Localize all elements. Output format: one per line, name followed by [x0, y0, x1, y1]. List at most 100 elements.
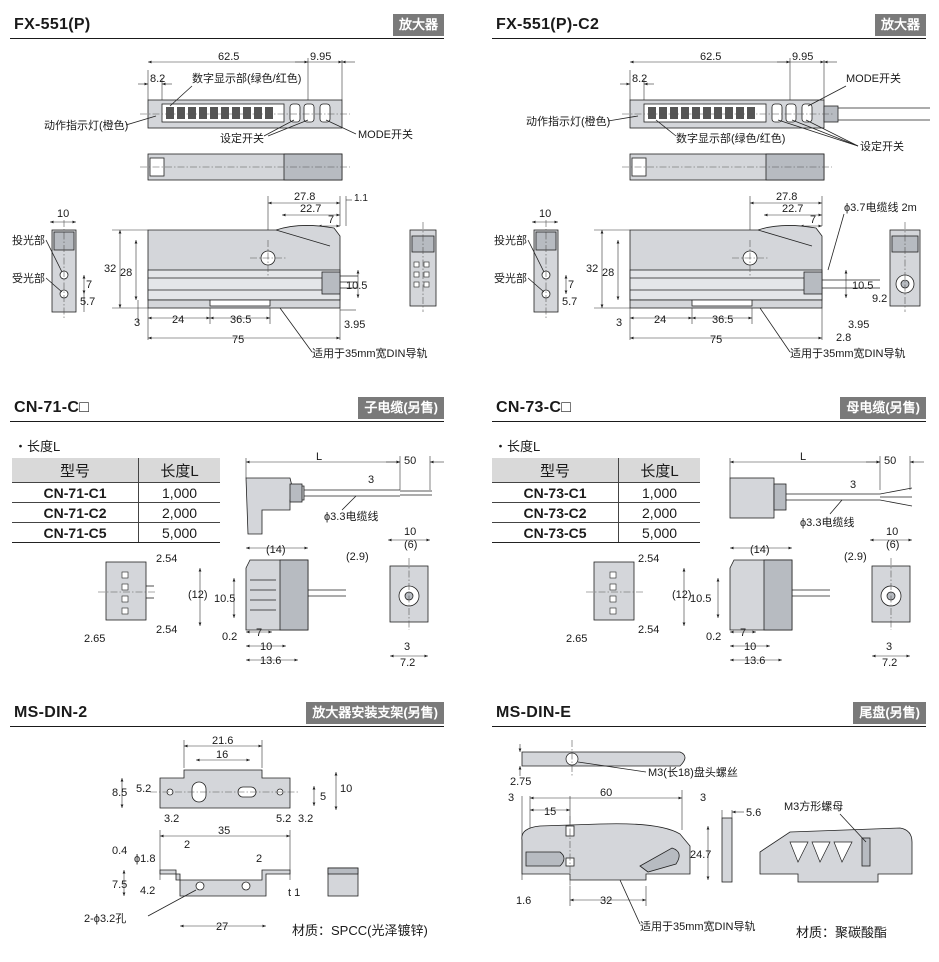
- label-cable: ϕ3.7电缆线 2m: [844, 200, 917, 214]
- dim-7: 7: [568, 279, 574, 291]
- length-note: ・长度L: [14, 439, 61, 454]
- cn71-end-view: 10 (6) (2.9) 3 7.2: [346, 526, 430, 669]
- section-badge: 放大器: [874, 14, 926, 36]
- bracket-top-plate: [159, 769, 291, 809]
- section-badge: 尾盘(另售): [853, 702, 926, 724]
- set-switch-button: [771, 103, 783, 123]
- label-emit: 投光部: [12, 233, 45, 247]
- fx551pc2-top-view: 62.5 9.95 8.2 MODE开关 动作指示灯(橙色) 数字显示部(绿色/…: [526, 51, 930, 153]
- dim-L: L: [316, 451, 322, 463]
- table-header-row: 型号 长度L: [12, 458, 220, 483]
- length-cell: 1,000: [138, 482, 220, 503]
- dim-12: (12): [188, 589, 208, 601]
- section-header-cn73: CN-73-C□ 母电缆(另售): [492, 397, 926, 422]
- dim-2-75: 2.75: [510, 776, 531, 788]
- end-plate-iso: [759, 827, 913, 883]
- mode-switch-button: [801, 103, 813, 123]
- dim-3b: 3: [700, 792, 706, 804]
- dim-2-65: 2.65: [84, 633, 105, 645]
- dim-60: 60: [600, 787, 612, 799]
- length-cell: 5,000: [618, 522, 700, 543]
- dim-22-7: 22.7: [300, 203, 321, 215]
- dim-32: 32: [104, 263, 116, 275]
- dim-10-5: 10.5: [214, 593, 235, 605]
- end-plate-top: [521, 751, 686, 767]
- table-row: CN-73-C5 5,000: [492, 522, 700, 543]
- table-row: CN-71-C2 2,000: [12, 502, 220, 523]
- msdine-material: 材质：聚碳酸酯: [796, 925, 888, 940]
- label-holes: 2-ϕ3.2孔: [84, 912, 126, 925]
- dim-28: 28: [602, 267, 614, 279]
- dim-5-2b: 5.2: [276, 813, 291, 825]
- dim-2-65: 2.65: [566, 633, 587, 645]
- dim-9-2: 9.2: [872, 293, 887, 305]
- dim-75: 75: [710, 334, 722, 346]
- label-screw: M3(长18)盘头螺丝: [648, 765, 738, 779]
- label-set-switch: 设定开关: [860, 139, 904, 153]
- dim-7: 7: [740, 627, 746, 639]
- dim-24: 24: [654, 314, 666, 326]
- dim-10-5: 10.5: [690, 593, 711, 605]
- msdin2-top-view: 21.6 16 8.5 5.2 5 10 3.2 5.2 3.2: [112, 735, 352, 825]
- dim-22-7: 22.7: [782, 203, 803, 215]
- cn73-cable-view: L 50 ϕ3.3电缆线 3: [729, 451, 924, 529]
- model-cell: CN-71-C1: [12, 482, 140, 503]
- dim-7b: 7: [328, 214, 334, 226]
- dim-3-95: 3.95: [344, 319, 365, 331]
- model-cell: CN-73-C2: [492, 502, 620, 523]
- section-badge: 母电缆(另售): [840, 397, 926, 419]
- model-cell: CN-73-C1: [492, 482, 620, 503]
- dim-phi1-8: ϕ1.8: [134, 853, 155, 865]
- dim-5-7: 5.7: [562, 296, 577, 308]
- dim-13-6: 13.6: [744, 655, 765, 667]
- label-mode-switch: MODE开关: [358, 127, 413, 141]
- dim-2-8: 2.8: [836, 332, 851, 344]
- dim-6: (6): [886, 539, 899, 551]
- dim-27: 27: [216, 921, 228, 933]
- cn73-length-table: 型号 长度L CN-73-C1 1,000 CN-73-C2 2,000 CN-…: [492, 458, 700, 543]
- cn73-pin-view: 2.54 2.54 2.65: [566, 553, 659, 645]
- dim-1-1: 1.1: [354, 193, 368, 204]
- dim-27-8: 27.8: [294, 191, 315, 203]
- dim-0-2: 0.2: [222, 631, 237, 643]
- dim-32: 32: [600, 895, 612, 907]
- col-length: 长度L: [138, 458, 220, 483]
- dim-32: 32: [586, 263, 598, 275]
- dim-3: 3: [368, 474, 374, 486]
- dim-10: 10: [260, 641, 272, 653]
- section-title: CN-73-C□: [496, 399, 572, 416]
- dim-t1: t 1: [288, 887, 300, 899]
- label-display: 数字显示部(绿色/红色): [192, 71, 301, 85]
- dim-9-95: 9.95: [310, 51, 331, 63]
- dim-50: 50: [884, 455, 896, 467]
- dim-5: 5: [320, 791, 326, 803]
- dim-7b: 7: [810, 214, 816, 226]
- model-cell: CN-71-C5: [12, 522, 140, 543]
- bracket-side-profile: [159, 869, 291, 897]
- dim-36-5: 36.5: [712, 314, 733, 326]
- dim-15: 15: [544, 806, 556, 818]
- dim-2-54: 2.54: [156, 553, 177, 565]
- cn71-pin-view: 2.54 2.54 2.65: [84, 553, 177, 645]
- label-recv: 受光部: [494, 271, 527, 285]
- section-header-fx551p: FX-551(P) 放大器: [10, 14, 444, 39]
- section-header-cn71: CN-71-C□ 子电缆(另售): [10, 397, 444, 422]
- dim-62-5: 62.5: [700, 51, 721, 63]
- label-set-switch: 设定开关: [220, 131, 264, 145]
- set-switch-button: [289, 103, 301, 123]
- dim-3: 3: [850, 479, 856, 491]
- dim-28: 28: [120, 267, 132, 279]
- dim-7-5: 7.5: [112, 879, 127, 891]
- dim-3-end: 3: [886, 641, 892, 653]
- dim-0-4: 0.4: [112, 845, 127, 857]
- set-switch-button: [785, 103, 797, 123]
- model-cell: CN-73-C5: [492, 522, 620, 543]
- dim-10-end: 10: [886, 526, 898, 538]
- dim-8-2: 8.2: [632, 73, 647, 85]
- dim-3: 3: [134, 317, 140, 329]
- dim-2-9: (2.9): [346, 551, 369, 563]
- col-model: 型号: [492, 458, 620, 483]
- dim-2-9: (2.9): [844, 551, 867, 563]
- dim-10: 10: [57, 208, 69, 220]
